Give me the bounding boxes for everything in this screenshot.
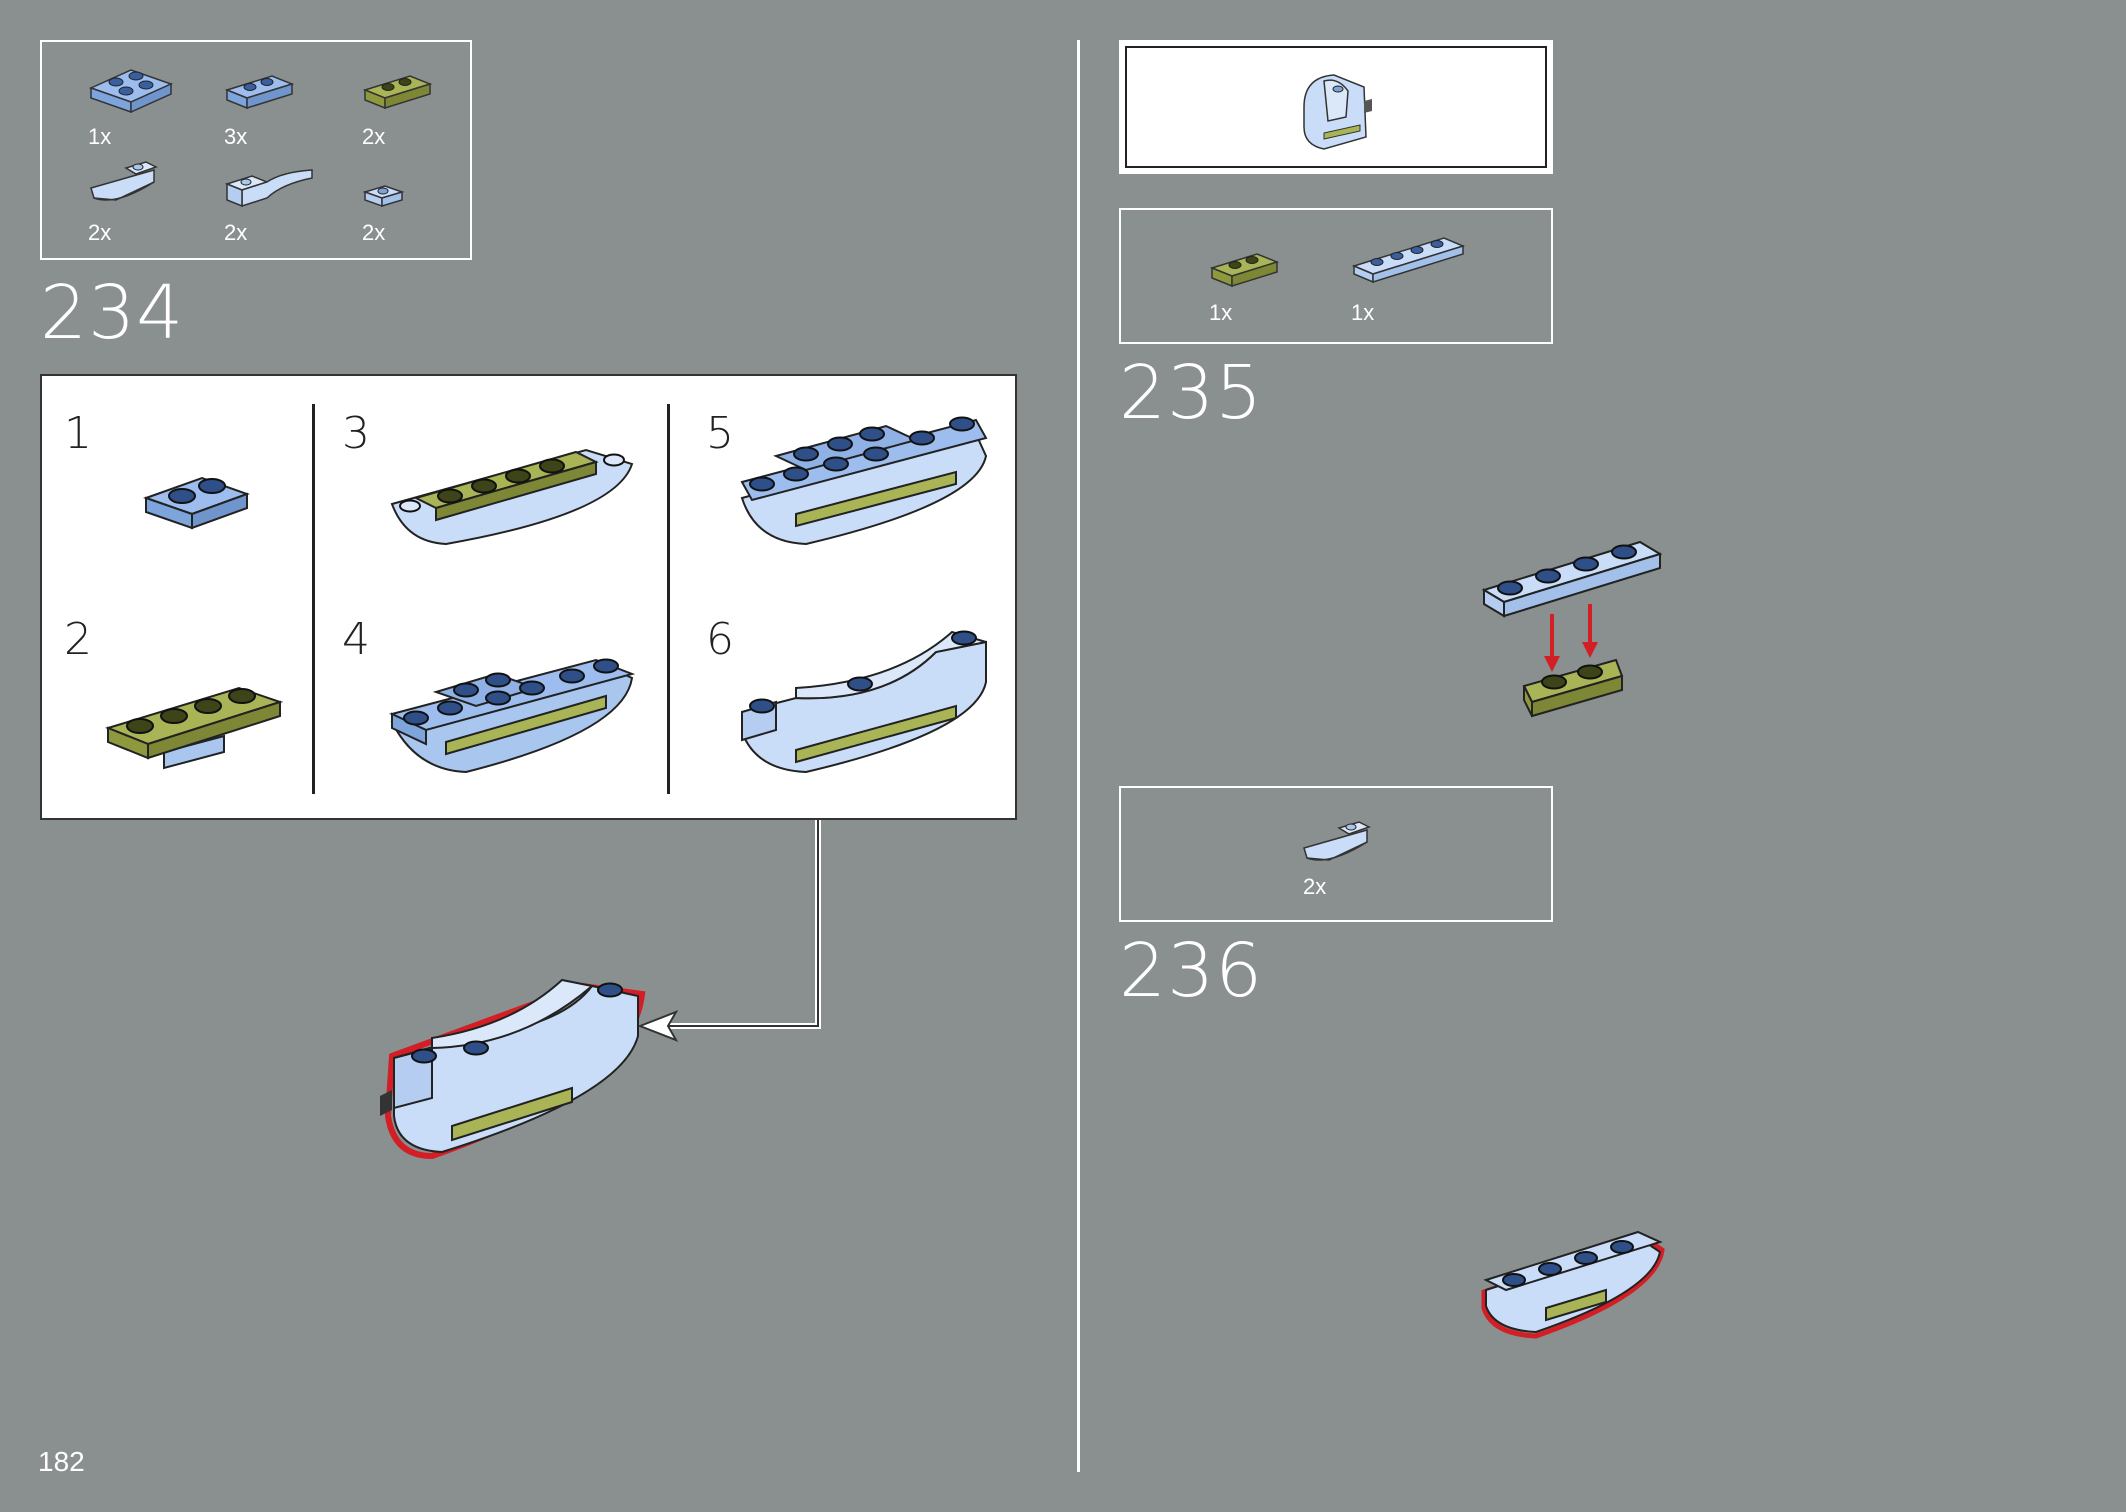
blue-plate-1x2-icon	[224, 75, 295, 110]
substep-label: 1	[64, 408, 92, 459]
sub-assembly-panel: 1 2 3 4 5 6	[40, 374, 1017, 820]
olive-plate-1x2-icon	[362, 75, 433, 110]
substep-label: 3	[342, 408, 370, 459]
light-blue-curved-slope-icon	[224, 169, 313, 208]
submodel-reference	[1119, 40, 1553, 174]
substep-1-illustration	[142, 476, 250, 530]
step-number-234: 234	[40, 270, 185, 356]
light-blue-plate-1x4-icon	[1351, 237, 1466, 284]
substep-5-illustration	[740, 416, 988, 546]
step-235-illustration	[1481, 540, 1663, 718]
step-236-illustration	[1481, 1230, 1665, 1339]
parts-list-236: 2x	[1119, 786, 1553, 922]
page-divider	[1077, 40, 1080, 1472]
qty-label: 2x	[1303, 874, 1327, 899]
panel-divider	[667, 404, 670, 794]
substep-4-illustration	[389, 658, 636, 774]
parts-list-234: 1x 3x 2x 2x 2x 2x	[40, 40, 472, 260]
step-number-235: 235	[1119, 350, 1264, 436]
substep-label: 6	[706, 614, 734, 665]
light-blue-slope-icon	[90, 161, 158, 201]
step-234-model	[380, 978, 646, 1160]
qty-label: 1x	[88, 124, 112, 149]
light-blue-plate-1x1-icon	[362, 185, 405, 208]
panel-divider	[312, 404, 315, 794]
substep-2-illustration	[104, 686, 284, 770]
substep-3-illustration	[390, 448, 634, 546]
light-blue-slope-icon	[1303, 821, 1371, 861]
step-number-236: 236	[1119, 928, 1264, 1014]
qty-label: 1x	[1351, 300, 1375, 325]
parts-list-235: 1x 1x	[1119, 208, 1553, 344]
blue-plate-2x2-icon	[88, 69, 174, 114]
substep-label: 4	[342, 614, 370, 665]
qty-label: 2x	[224, 220, 248, 245]
qty-label: 2x	[362, 124, 386, 149]
qty-label: 3x	[224, 124, 248, 149]
substep-label: 5	[706, 408, 734, 459]
olive-plate-1x2-icon	[1209, 253, 1280, 288]
substep-label: 2	[64, 614, 92, 665]
substep-6-illustration	[741, 630, 987, 774]
page-number: 182	[38, 1446, 85, 1477]
submodel-thumbnail-icon	[1303, 74, 1372, 150]
qty-label: 2x	[362, 220, 386, 245]
qty-label: 2x	[88, 220, 112, 245]
qty-label: 1x	[1209, 300, 1233, 325]
